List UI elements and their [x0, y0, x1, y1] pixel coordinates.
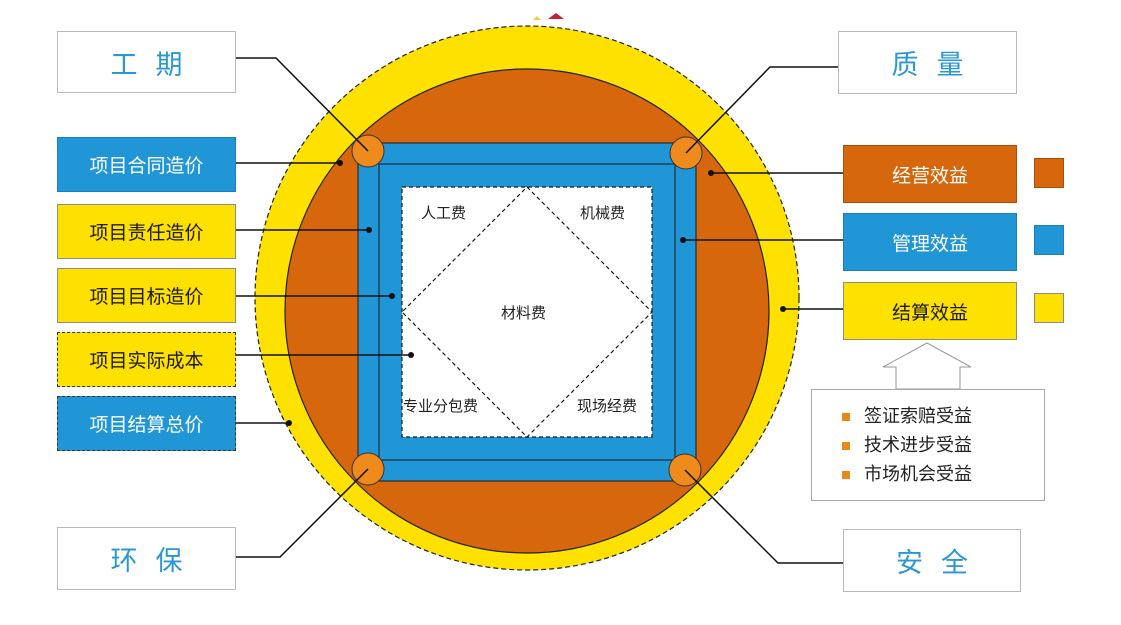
machinery-cost-label: 机械费 [580, 204, 626, 222]
cost-box-responsibility-price: 项目责任造价 [57, 204, 236, 259]
material-diamond [401, 186, 653, 438]
site-cost-label: 现场经费 [577, 397, 638, 415]
top-mark-dot [533, 16, 541, 20]
corner-box-safety: 安全 [843, 529, 1021, 592]
connector-top-left [236, 57, 369, 152]
blue-frame-inner-line [378, 163, 676, 461]
cost-box-target-price: 项目目标造价 [57, 268, 236, 323]
list-item: 市场机会受益 [842, 460, 1044, 489]
top-mark [548, 13, 564, 19]
benefit-box-settlement: 结算效益 [843, 282, 1017, 340]
connector-dots [286, 160, 786, 426]
bullet-icon [842, 413, 850, 421]
bullet-icon [842, 442, 850, 450]
connector-bottom-right [684, 469, 843, 564]
subcontract-cost-label: 专业分包费 [403, 397, 479, 415]
bullet-icon [842, 471, 850, 479]
material-cost-label: 材料费 [501, 304, 547, 322]
inner-square [401, 186, 653, 438]
list-item: 技术进步受益 [842, 431, 1044, 460]
corner-box-environment: 环保 [57, 527, 236, 590]
connector-bottom-left [236, 468, 369, 558]
swatch-settlement [1034, 293, 1064, 323]
connector-top-right [685, 66, 838, 154]
cost-box-settlement-price: 项目结算总价 [57, 396, 236, 451]
up-arrow [882, 342, 972, 390]
swatch-management [1034, 225, 1064, 255]
benefit-box-management: 管理效益 [843, 213, 1017, 271]
benefit-box-operating: 经营效益 [843, 145, 1017, 203]
benefit-source-list: 签证索赔受益 技术进步受益 市场机会受益 [811, 389, 1045, 501]
swatch-operating [1034, 158, 1064, 188]
corner-box-quality: 质量 [838, 31, 1017, 94]
cost-box-contract-price: 项目合同造价 [57, 137, 236, 192]
connectors [236, 57, 843, 564]
corner-box-schedule: 工期 [57, 31, 236, 93]
cost-box-actual-cost: 项目实际成本 [57, 332, 236, 387]
list-item: 签证索赔受益 [842, 402, 1044, 431]
labor-cost-label: 人工费 [421, 204, 467, 222]
